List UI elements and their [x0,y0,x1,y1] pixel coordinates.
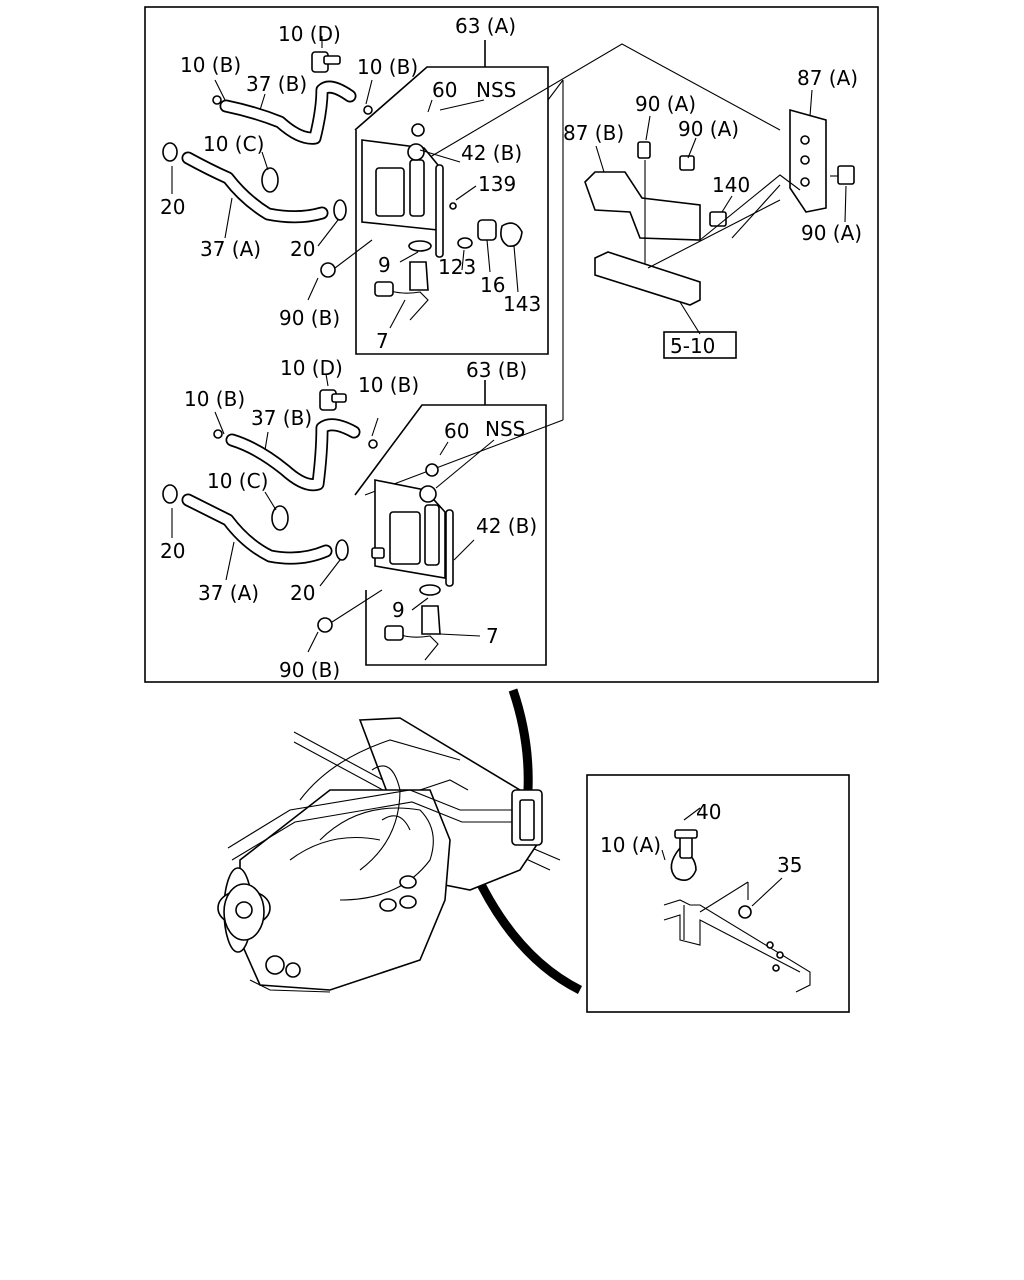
label-37a-1: 37 (A) [200,237,261,261]
label-90b-1: 90 (B) [279,306,340,330]
label-37a-2: 37 (A) [198,581,259,605]
label-40: 40 [696,800,721,824]
label-90a-3: 90 (A) [801,221,862,245]
label-nss-1: NSS [476,78,516,102]
label-42b-1: 42 (B) [461,141,522,165]
part-labels: 63 (A) 10 (D) 10 (B) 10 (B) 37 (B) 60 NS… [160,14,862,877]
label-63a: 63 (A) [455,14,516,38]
label-60-2: 60 [444,419,469,443]
label-87a: 87 (A) [797,66,858,90]
label-7-2: 7 [486,624,499,648]
detail-inset [586,774,850,1013]
label-20-4: 20 [290,581,315,605]
label-35: 35 [777,853,802,877]
label-90a-1: 90 (A) [635,92,696,116]
label-9-1: 9 [378,253,391,277]
sweep-arc-upper [508,688,533,791]
label-10c-2: 10 (C) [207,469,268,493]
label-87b: 87 (B) [563,121,624,145]
label-9-2: 9 [392,598,405,622]
label-10a: 10 (A) [600,833,661,857]
assembly-63b [162,373,564,666]
label-20-3: 20 [160,539,185,563]
label-140: 140 [712,173,750,197]
label-10d-2: 10 (D) [280,356,343,380]
label-42b-2: 42 (B) [476,514,537,538]
assembly-63a [162,36,781,420]
label-5-10: 5-10 [670,334,715,358]
label-7-1: 7 [376,329,389,353]
label-16: 16 [480,273,505,297]
label-10b-1: 10 (B) [180,53,241,77]
fan [217,867,271,953]
bracket-assembly [584,89,855,359]
label-90a-2: 90 (A) [678,117,739,141]
engine-illustration [217,717,561,993]
label-10b-4: 10 (B) [358,373,419,397]
label-139: 139 [478,172,516,196]
label-10b-3: 10 (B) [184,387,245,411]
ref-box-5-10 [663,331,737,359]
label-37b-1: 37 (B) [246,72,307,96]
label-nss-2: NSS [485,417,525,441]
label-10b-2: 10 (B) [357,55,418,79]
label-10d-1: 10 (D) [278,22,341,46]
label-37b-2: 37 (B) [251,406,312,430]
label-90b-2: 90 (B) [279,658,340,682]
label-123: 123 [438,255,476,279]
label-63b: 63 (B) [466,358,527,382]
label-20-1: 20 [160,195,185,219]
label-143: 143 [503,292,541,316]
main-frame [144,6,879,683]
label-10c-1: 10 (C) [203,132,264,156]
label-20-2: 20 [290,237,315,261]
label-60-1: 60 [432,78,457,102]
